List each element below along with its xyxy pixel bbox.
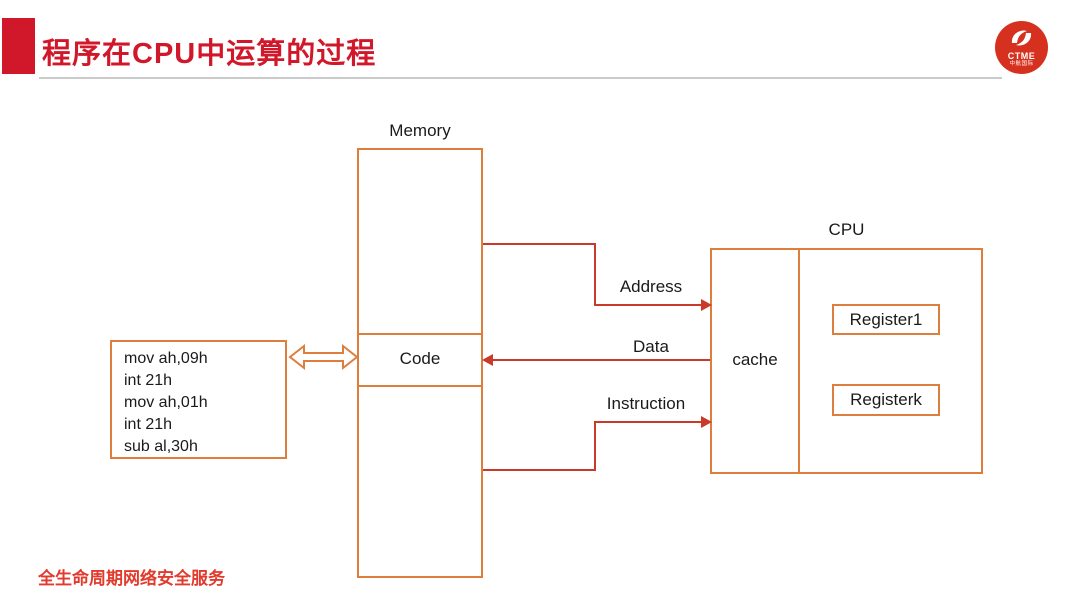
memory-label: Memory [389,121,451,140]
footer-slogan: 全生命周期网络安全服务 [38,569,225,588]
memory-code-double-arrow [288,343,359,371]
logo-swirl-icon [1011,30,1032,46]
code-line: mov ah,09h [124,350,208,367]
code-section-label: Code [399,349,441,368]
code-line: sub al,30h [124,438,198,455]
data-bus-label: Data [633,337,669,356]
page-title: 程序在CPU中运算的过程 [42,38,377,70]
company-logo: CTME 中航国际 [995,21,1048,74]
code-line: int 21h [124,416,173,433]
register1-box: Register1 [832,304,940,335]
data-bus-arrowhead [482,354,493,366]
instruction-bus-label: Instruction [606,394,686,413]
title-accent-square [2,18,35,74]
cpu-label: CPU [828,220,865,239]
registerk-box: Registerk [832,384,940,416]
address-bus-label: Address [619,277,683,296]
instruction-bus-line [483,421,702,471]
cpu-box [710,248,983,474]
code-line: mov ah,01h [124,394,208,411]
logo-subtext: 中航国际 [1009,61,1034,67]
header-divider [39,77,1002,79]
logo-brand-text: CTME [1007,51,1036,61]
cache-label: cache [732,350,778,369]
program-code-box: mov ah,09h int 21h mov ah,01h int 21h su… [110,340,287,459]
code-line: int 21h [124,372,173,389]
